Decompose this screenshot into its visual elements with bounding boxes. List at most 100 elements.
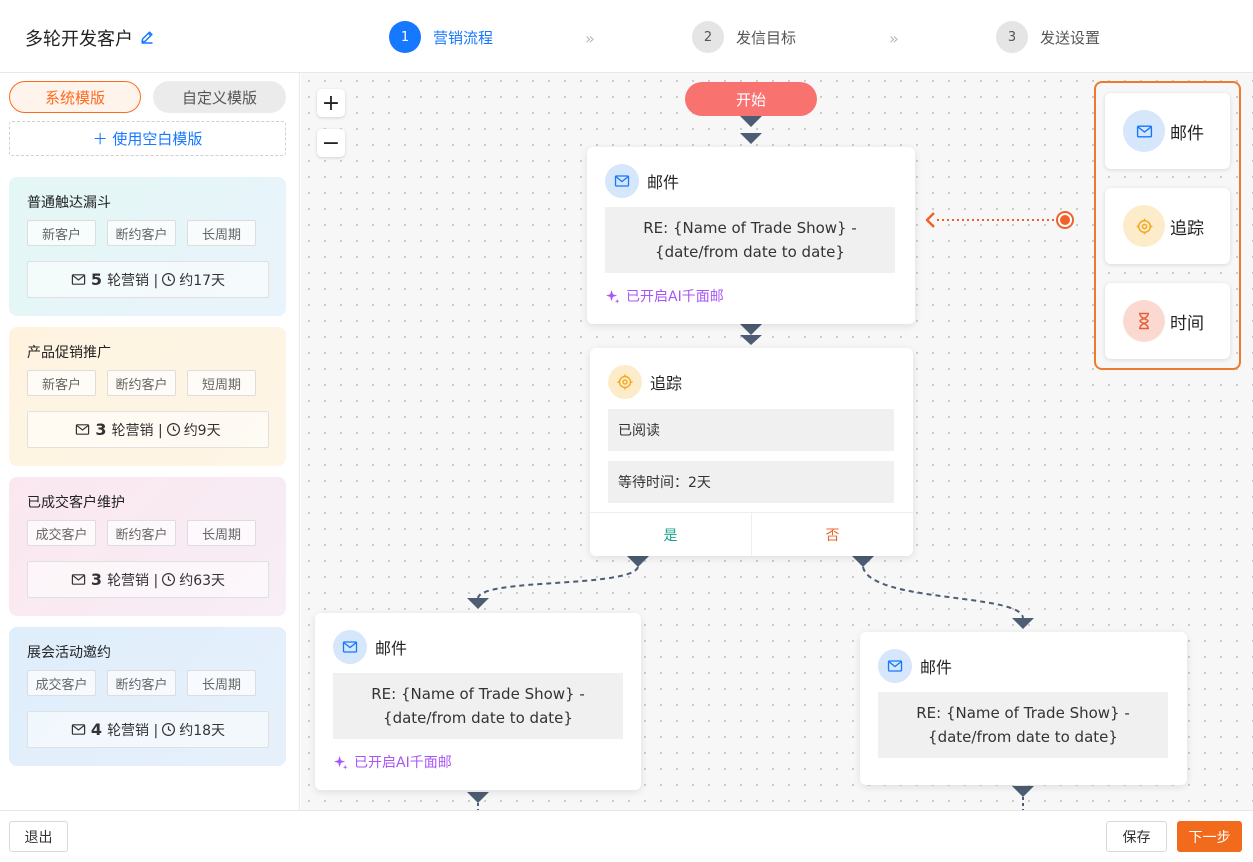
palette-label: 追踪: [1170, 218, 1204, 239]
footer: 退出 保存 下一步: [0, 810, 1253, 862]
zoom-in-button[interactable]: +: [317, 89, 345, 117]
mail-node[interactable]: 邮件 RE: {Name of Trade Show} - {date/from…: [315, 613, 641, 790]
mail-icon: [605, 164, 639, 198]
flow-canvas[interactable]: + − 开始 邮件 RE: {Name of Trade Show} - {da…: [301, 73, 1253, 810]
tab-custom-templates[interactable]: 自定义模版: [153, 81, 286, 113]
duration: 约18天: [179, 722, 226, 739]
mail-icon: [71, 574, 86, 585]
template-stats: 3 轮营销 | 约9天: [27, 411, 269, 448]
mail-icon: [71, 724, 86, 735]
edit-icon[interactable]: [139, 29, 155, 45]
mail-icon: [71, 274, 86, 285]
template-tag: 成交客户: [27, 520, 96, 546]
template-name: 展会活动邀约: [27, 645, 111, 661]
template-tag: 短周期: [187, 370, 256, 396]
ai-status-label: 已开启AI千面邮: [354, 755, 452, 771]
node-title: 追踪: [650, 374, 683, 393]
template-name: 已成交客户维护: [27, 495, 125, 511]
mail-icon: [1123, 110, 1165, 152]
mail-node[interactable]: 邮件 RE: {Name of Trade Show} - {date/from…: [587, 147, 915, 324]
palette-item-mail[interactable]: 邮件: [1105, 93, 1230, 169]
sparkle-icon: [333, 755, 348, 770]
template-name: 普通触达漏斗: [27, 195, 111, 211]
subject-line: RE: {Name of Trade Show} -: [916, 704, 1130, 722]
mail-icon: [878, 649, 912, 683]
track-condition[interactable]: 已阅读: [608, 409, 894, 451]
node-title: 邮件: [647, 173, 680, 192]
tab-system-templates[interactable]: 系统模版: [9, 81, 141, 113]
mail-subject: RE: {Name of Trade Show} - {date/from da…: [878, 692, 1168, 758]
step-number: 1: [389, 21, 421, 53]
rounds-count: 3: [95, 420, 107, 439]
hourglass-icon: [1123, 300, 1165, 342]
step-label: 发信目标: [736, 28, 797, 47]
clock-icon: [166, 422, 180, 437]
rounds-count: 3: [90, 570, 103, 589]
duration: 约63天: [179, 572, 226, 589]
track-node[interactable]: 追踪 已阅读 等待时间：2天 是 否: [590, 348, 913, 556]
step-label: 发送设置: [1040, 28, 1101, 47]
subject-line: RE: {Name of Trade Show} -: [371, 685, 585, 703]
node-palette: 邮件 追踪 时间: [1094, 81, 1241, 370]
template-card[interactable]: 已成交客户维护 成交客户 断约客户 长周期 3 轮营销 | 约63天: [9, 477, 286, 616]
clock-icon: [162, 722, 176, 737]
template-tag: 断约客户: [107, 670, 176, 696]
step-send-settings[interactable]: 3 发送设置: [996, 21, 1100, 53]
step-number: 3: [996, 21, 1028, 53]
mail-subject: RE: {Name of Trade Show} - {date/from da…: [333, 673, 623, 739]
template-card[interactable]: 产品促销推广 新客户 断约客户 短周期 3 轮营销 | 约9天: [9, 327, 286, 466]
node-title: 邮件: [375, 639, 408, 658]
template-card[interactable]: 展会活动邀约 成交客户 断约客户 长周期 4 轮营销 | 约18天: [9, 627, 286, 766]
wait-time[interactable]: 等待时间：2天: [608, 461, 894, 503]
rounds-count: 5: [90, 270, 103, 289]
zoom-out-button[interactable]: −: [317, 129, 345, 157]
template-card[interactable]: 普通触达漏斗 新客户 断约客户 长周期 5 轮营销 | 约17天: [9, 177, 286, 316]
flow-connectors: [467, 116, 1074, 810]
clock-icon: [162, 572, 176, 587]
subject-line: {date/from date to date}: [383, 709, 573, 727]
next-step-button[interactable]: 下一步: [1177, 821, 1242, 852]
exit-button[interactable]: 退出: [9, 821, 68, 852]
start-node[interactable]: 开始: [685, 82, 817, 116]
save-button[interactable]: 保存: [1106, 821, 1167, 852]
node-title: 邮件: [920, 658, 953, 677]
template-name: 产品促销推广: [27, 345, 111, 361]
clock-icon: [162, 272, 176, 287]
rounds-count: 4: [90, 720, 103, 739]
template-sidebar: 系统模版 自定义模版 ＋ 使用空白模版 普通触达漏斗 新客户 断约客户 长周期 …: [0, 73, 300, 810]
template-tag: 新客户: [27, 220, 96, 246]
template-tag: 断约客户: [107, 220, 176, 246]
template-tag: 断约客户: [107, 520, 176, 546]
template-tag: 长周期: [187, 520, 256, 546]
mail-subject: RE: {Name of Trade Show} - {date/from da…: [605, 207, 895, 273]
chevron-double-right-icon: »: [585, 29, 595, 48]
branch-no[interactable]: 否: [825, 527, 840, 544]
palette-label: 时间: [1170, 313, 1204, 334]
target-icon: [1123, 205, 1165, 247]
ai-status: 已开启AI千面邮: [333, 752, 452, 772]
template-tag: 长周期: [187, 670, 256, 696]
duration: 约17天: [179, 272, 226, 289]
use-blank-template-button[interactable]: ＋ 使用空白模版: [9, 121, 286, 156]
template-tag: 成交客户: [27, 670, 96, 696]
palette-item-time[interactable]: 时间: [1105, 283, 1230, 359]
step-send-target[interactable]: 2 发信目标: [692, 21, 796, 53]
subject-line: {date/from date to date}: [928, 728, 1118, 746]
header: 多轮开发客户 1 营销流程 » 2 发信目标 » 3 发送设置: [0, 0, 1253, 73]
subject-line: RE: {Name of Trade Show} -: [643, 219, 857, 237]
duration: 约9天: [183, 422, 221, 439]
sparkle-icon: [605, 289, 620, 304]
step-marketing-flow[interactable]: 1 营销流程: [389, 21, 493, 53]
template-stats: 3 轮营销 | 约63天: [27, 561, 269, 598]
rounds-suffix: 轮营销 |: [107, 272, 159, 289]
branch-yes[interactable]: 是: [590, 513, 752, 556]
page-title: 多轮开发客户: [25, 29, 133, 50]
mail-icon: [333, 630, 367, 664]
rounds-suffix: 轮营销 |: [111, 422, 163, 439]
template-tag: 新客户: [27, 370, 96, 396]
mail-node[interactable]: 邮件 RE: {Name of Trade Show} - {date/from…: [860, 632, 1187, 785]
rounds-suffix: 轮营销 |: [107, 572, 159, 589]
mail-icon: [76, 424, 90, 435]
step-label: 营销流程: [433, 28, 494, 47]
palette-item-track[interactable]: 追踪: [1105, 188, 1230, 264]
